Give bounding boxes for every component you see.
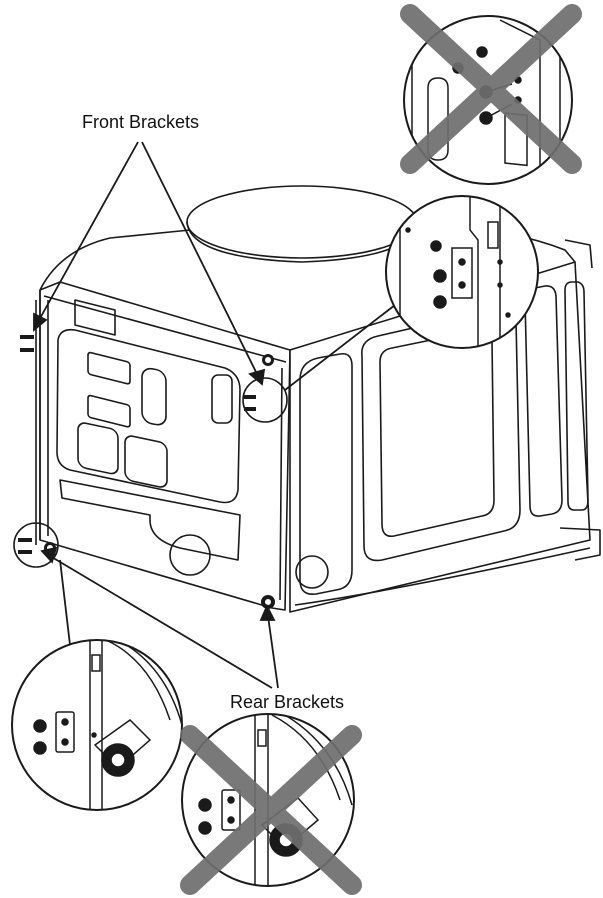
wrong-cross-icon [180, 725, 362, 895]
back-panel-recess [56, 328, 241, 504]
front-brackets-label: Front Brackets [82, 112, 200, 132]
callout-top-right [400, 4, 582, 185]
callout-bottom-center [180, 713, 362, 895]
rear-brackets-label: Rear Brackets [230, 692, 345, 712]
callout-right [385, 195, 539, 349]
dryer-top-opening [186, 185, 418, 259]
callout-bottom-left [11, 639, 183, 811]
rear-left-bracket-marker [13, 522, 59, 568]
wrong-cross-icon [400, 4, 582, 174]
front-right-bracket-marker [242, 377, 288, 423]
pointer-lines [33, 141, 396, 689]
dryer-body [35, 185, 601, 613]
